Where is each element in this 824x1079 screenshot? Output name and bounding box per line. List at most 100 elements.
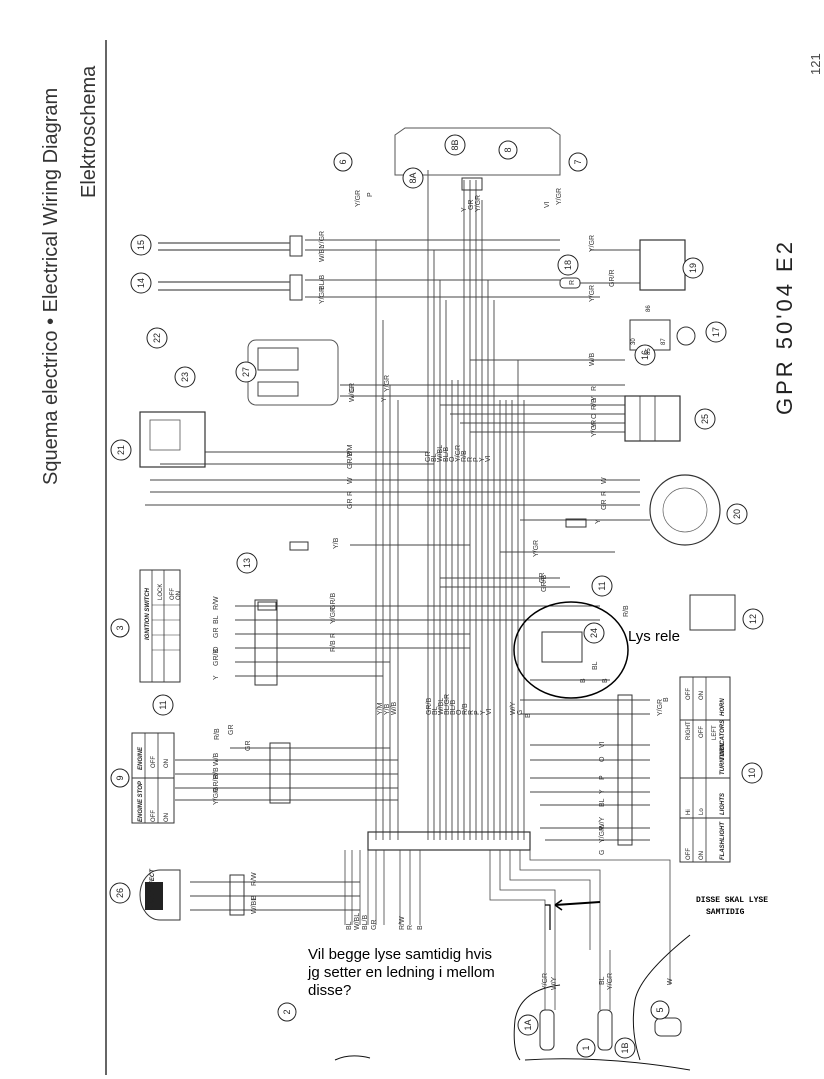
wire-color-label: R xyxy=(569,280,576,285)
wire-color-label: Y/B xyxy=(384,703,391,715)
cdi-unit xyxy=(139,411,206,468)
switch-panel-label: RIGHT xyxy=(686,721,692,740)
wire-color-label: W xyxy=(347,477,354,484)
starter-motor xyxy=(676,326,696,346)
page-number: 121 xyxy=(808,53,823,75)
component-callout-circle xyxy=(236,552,258,574)
switch-panel-label: ENGINE xyxy=(138,746,144,770)
wire-color-label: W/BL xyxy=(438,698,445,715)
wire-color-label: VI xyxy=(486,708,493,715)
component-callout-circle xyxy=(109,882,131,904)
component-number: 21 xyxy=(116,445,126,455)
wire-color-label: R xyxy=(330,633,337,638)
wire-color-label: W/BL xyxy=(251,897,258,914)
relay-highlight-circle xyxy=(513,601,629,699)
component-callout-circle xyxy=(650,1000,670,1020)
component-number: 17 xyxy=(711,327,721,337)
switch-panel-label: 86 xyxy=(646,305,652,312)
component-callout-circle xyxy=(568,152,588,172)
wire-color-label: B xyxy=(417,925,424,930)
rear-lamps xyxy=(539,1009,682,1051)
wire-color-label: Y/GR xyxy=(455,445,462,462)
component-number: 6 xyxy=(338,159,348,164)
model-designation: GPR 50'04 E2 xyxy=(772,239,797,415)
wire-color-label: P xyxy=(599,775,606,780)
component-callout-circle xyxy=(742,608,764,630)
component-number: 11 xyxy=(597,581,607,590)
wire-color-label: R/B xyxy=(461,450,468,462)
switch-panel-label: OFF xyxy=(170,588,176,600)
wire-color-label: Y/GR xyxy=(319,231,326,248)
wire-color-label: W/B xyxy=(391,701,398,715)
component-number: 8 xyxy=(503,147,513,152)
wire-color-label: R/W xyxy=(213,596,220,610)
wire-color-label: W/GR xyxy=(349,383,356,402)
switch-panel-label: OFF xyxy=(151,810,157,822)
wire-color-label: W/Y xyxy=(510,701,517,715)
wire-color-label: VI xyxy=(544,201,551,208)
component-callout-circle xyxy=(583,622,605,644)
component-number: 3 xyxy=(115,625,125,630)
lys-rele-label: Lys rele xyxy=(628,628,680,645)
note-line-1: DISSE SKAL LYSE xyxy=(696,896,769,905)
component-callout-circle xyxy=(694,408,716,430)
wire-color-label: W/BL xyxy=(437,445,444,462)
wire-color-label: BL/B xyxy=(443,446,450,462)
component-number: 1A xyxy=(523,1019,533,1030)
wire-color-label: Y xyxy=(480,710,487,715)
wire-color-label: GR/B xyxy=(347,452,354,469)
switch-panel-label: LIGHTS xyxy=(720,793,726,815)
wire-color-label: GR xyxy=(213,628,220,639)
component-callout-circle xyxy=(110,768,130,788)
component-number: 15 xyxy=(136,240,146,250)
component-number: 23 xyxy=(180,372,190,382)
wire-color-label: R/B xyxy=(623,605,630,617)
wire-color-label: GR xyxy=(539,573,546,584)
engine-stop-panel xyxy=(131,732,175,824)
question-text: Vil begge lyse samtidig hvis jg setter e… xyxy=(308,946,495,1000)
wire-color-label: Y/GR xyxy=(475,195,482,212)
flasher-unit xyxy=(689,594,736,631)
switch-panel-label: HALL EFFECT xyxy=(150,868,156,910)
component-number: 2 xyxy=(282,1009,292,1014)
title-nl: Elektroschema xyxy=(78,65,100,198)
wire-color-label: BL xyxy=(599,976,606,985)
harness-junction-block xyxy=(367,831,531,851)
component-number: 27 xyxy=(241,367,251,377)
component-number: 11 xyxy=(158,700,168,709)
wire-color-label: Y xyxy=(479,457,486,462)
wire-color-label: R/B xyxy=(591,398,598,410)
component-number: 22 xyxy=(152,333,162,343)
component-callout-circle xyxy=(591,575,613,597)
wire-color-label: BL xyxy=(431,453,438,462)
wire-color-label: W/BL xyxy=(319,245,326,262)
wire-color-label: P xyxy=(473,457,480,462)
wire-color-label: Y/M xyxy=(347,444,354,457)
wire-color-label: GR xyxy=(245,741,252,752)
wire-color-label: Y/GR xyxy=(542,973,549,990)
question-line-2: jg setter en ledning i mellom xyxy=(308,964,495,981)
switch-panel-label: HORN xyxy=(720,698,726,716)
component-number: 20 xyxy=(732,509,742,519)
wire-color-label: Y/GR xyxy=(556,188,563,205)
switch-panel-label: ON xyxy=(699,691,705,700)
wire-color-label: Y/GR xyxy=(599,826,606,843)
wire-color-label: BL xyxy=(346,921,353,930)
wire-color-label: GR xyxy=(425,452,432,463)
disse-note: DISSE SKAL LYSE SAMTIDIG xyxy=(696,895,768,919)
wire-color-label: Y xyxy=(595,519,602,524)
wire-color-label: Y/GR xyxy=(330,607,337,624)
switch-panel-label: Hi xyxy=(686,809,692,815)
wire-color-label: G xyxy=(599,850,606,855)
component-callout-circle xyxy=(235,361,257,383)
wire-color-label: R/B xyxy=(213,767,220,779)
switch-panel-label: 30 xyxy=(631,338,637,345)
component-number: 14 xyxy=(136,278,146,288)
component-callout-circle xyxy=(130,272,152,294)
component-callout-circle xyxy=(152,694,174,716)
wire-color-label: GR xyxy=(371,920,378,931)
component-number: 1B xyxy=(620,1042,630,1053)
